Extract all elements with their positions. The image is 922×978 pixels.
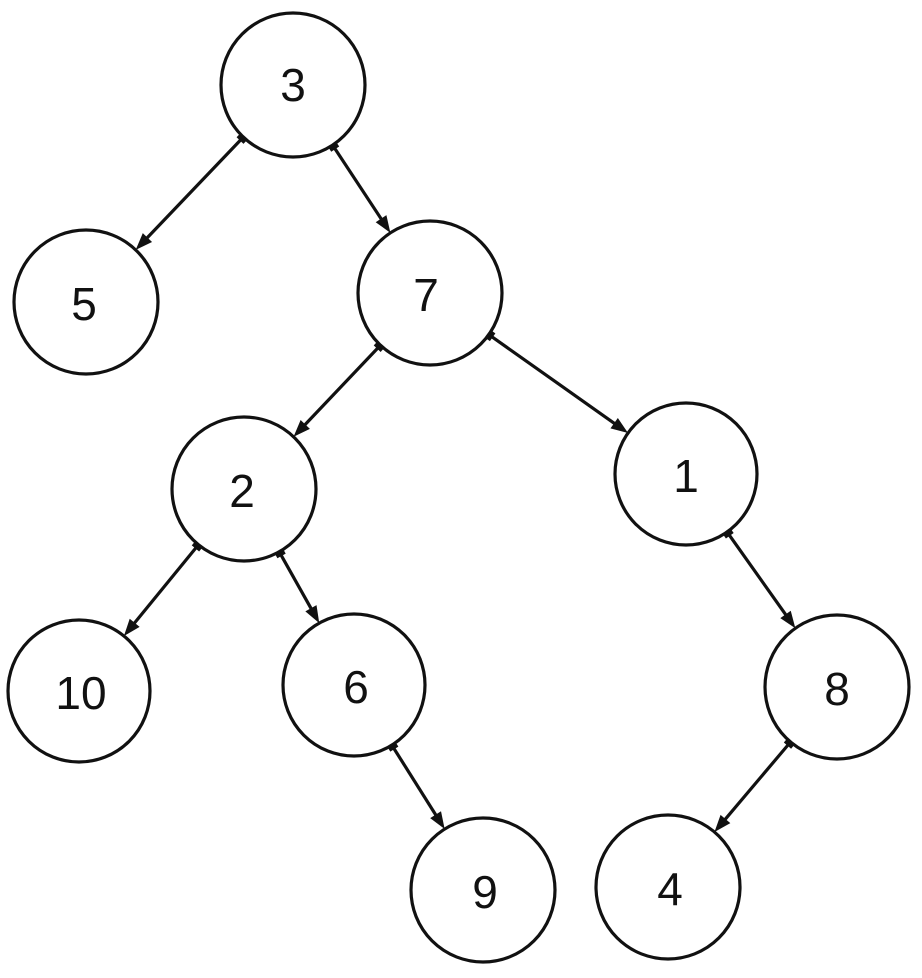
node-label: 6 <box>343 661 369 713</box>
tree-node-9[interactable]: 9 <box>409 816 557 964</box>
node-circle[interactable] <box>613 401 759 547</box>
node-circle[interactable] <box>6 618 152 764</box>
tree-edge <box>720 525 796 629</box>
edge-arrowhead <box>780 610 796 629</box>
node-label: 10 <box>55 667 106 719</box>
edge-line <box>331 144 386 224</box>
node-label: 8 <box>824 663 850 715</box>
tree-node-3[interactable]: 3 <box>219 11 367 159</box>
node-circle[interactable] <box>170 415 318 563</box>
node-label: 7 <box>413 269 439 321</box>
node-circle[interactable] <box>281 612 427 758</box>
nodes-layer: 3 5 7 2 1 10 6 8 9 4 <box>6 11 911 964</box>
node-label: 3 <box>280 59 306 111</box>
tree-node-7[interactable]: 7 <box>356 219 504 367</box>
tree-edge <box>326 138 391 233</box>
edge-line <box>277 551 315 614</box>
edge-arrowhead <box>714 814 731 833</box>
tree-node-8[interactable]: 8 <box>763 613 911 761</box>
edge-line <box>300 344 382 430</box>
edge-line <box>487 333 620 428</box>
edge-arrowhead <box>293 420 310 437</box>
tree-edge <box>123 538 206 637</box>
edge-arrowhead <box>375 215 391 233</box>
edge-arrowhead <box>123 618 140 637</box>
tree-edge <box>482 327 629 434</box>
node-circle[interactable] <box>12 228 160 376</box>
tree-node-1[interactable]: 1 <box>613 401 759 547</box>
edge-arrowhead <box>305 605 320 624</box>
node-circle[interactable] <box>594 813 742 961</box>
tree-node-5[interactable]: 5 <box>12 228 160 376</box>
node-label: 1 <box>673 450 699 502</box>
edge-arrowhead <box>610 417 629 434</box>
tree-node-6[interactable]: 6 <box>281 612 427 758</box>
tree-node-10[interactable]: 10 <box>6 618 152 764</box>
edge-line <box>130 543 200 628</box>
edge-line <box>720 740 792 824</box>
node-label: 5 <box>71 278 97 330</box>
tree-edge <box>385 738 445 830</box>
edge-line <box>142 135 245 243</box>
tree-edge <box>272 545 320 624</box>
node-label: 9 <box>472 866 498 918</box>
tree-edge <box>714 735 798 833</box>
node-circle[interactable] <box>356 219 504 367</box>
edge-arrowhead <box>430 811 445 830</box>
tree-edge <box>293 338 388 437</box>
node-label: 4 <box>657 863 683 915</box>
node-label: 2 <box>229 465 255 517</box>
node-circle[interactable] <box>219 11 367 159</box>
tree-node-2[interactable]: 2 <box>170 415 318 563</box>
edge-line <box>390 744 440 820</box>
node-circle[interactable] <box>763 613 911 761</box>
tree-edge <box>135 130 251 250</box>
tree-node-4[interactable]: 4 <box>594 813 742 961</box>
edge-arrowhead <box>135 233 153 250</box>
node-circle[interactable] <box>409 816 557 964</box>
edge-line <box>725 530 790 620</box>
